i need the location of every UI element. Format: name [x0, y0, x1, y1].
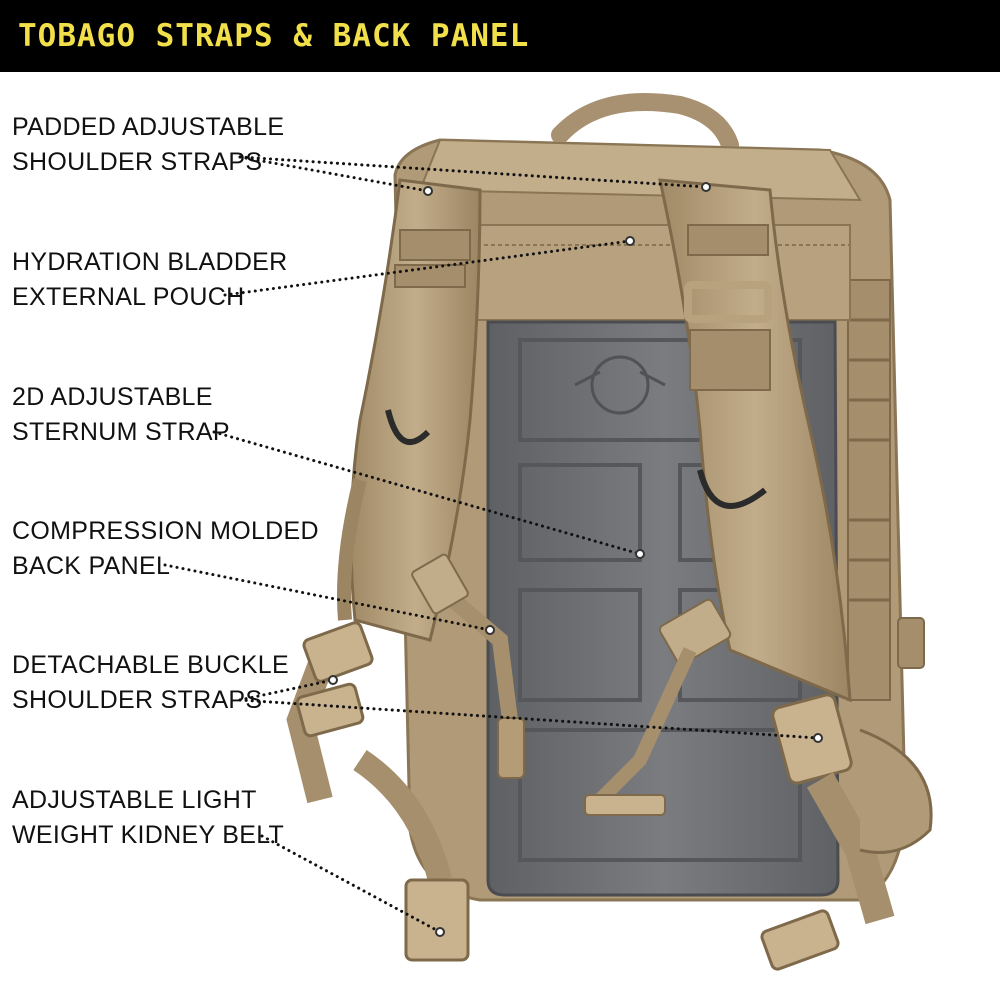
callout-line: BACK PANEL: [12, 552, 171, 580]
header-banner: TOBAGO STRAPS & BACK PANEL: [0, 0, 1000, 72]
banner-title: TOBAGO STRAPS & BACK PANEL: [18, 18, 530, 54]
callout-line: SHOULDER STRAPS: [12, 148, 263, 176]
callout-back-panel: COMPRESSION MOLDED BACK PANEL: [12, 514, 319, 584]
side-clip: [897, 617, 925, 669]
callout-line: SHOULDER STRAPS: [12, 686, 263, 714]
sternum-strap: [411, 553, 525, 779]
callout-line: WEIGHT KIDNEY BELT: [12, 821, 285, 849]
callout-kidney-belt: ADJUSTABLE LIGHT WEIGHT KIDNEY BELT: [12, 783, 284, 853]
left-shoulder-strap: [286, 178, 482, 962]
callout-leaders: [163, 155, 820, 934]
callout-line: COMPRESSION MOLDED: [12, 517, 319, 545]
callout-line: 2D ADJUSTABLE: [12, 383, 213, 411]
callout-line: HYDRATION BLADDER: [12, 248, 288, 276]
callout-sternum-strap: 2D ADJUSTABLE STERNUM STRAP: [12, 380, 230, 450]
callout-line: STERNUM STRAP: [12, 418, 230, 446]
callout-hydration-pouch: HYDRATION BLADDER EXTERNAL POUCH: [12, 245, 288, 315]
callout-line: EXTERNAL POUCH: [12, 283, 245, 311]
callout-line: ADJUSTABLE LIGHT: [12, 786, 257, 814]
callout-line: PADDED ADJUSTABLE: [12, 113, 285, 141]
callout-buckle-straps: DETACHABLE BUCKLE SHOULDER STRAPS: [12, 648, 289, 718]
callout-line: DETACHABLE BUCKLE: [12, 651, 289, 679]
callout-dots: [328, 182, 823, 937]
callout-shoulder-straps: PADDED ADJUSTABLE SHOULDER STRAPS: [12, 110, 284, 180]
